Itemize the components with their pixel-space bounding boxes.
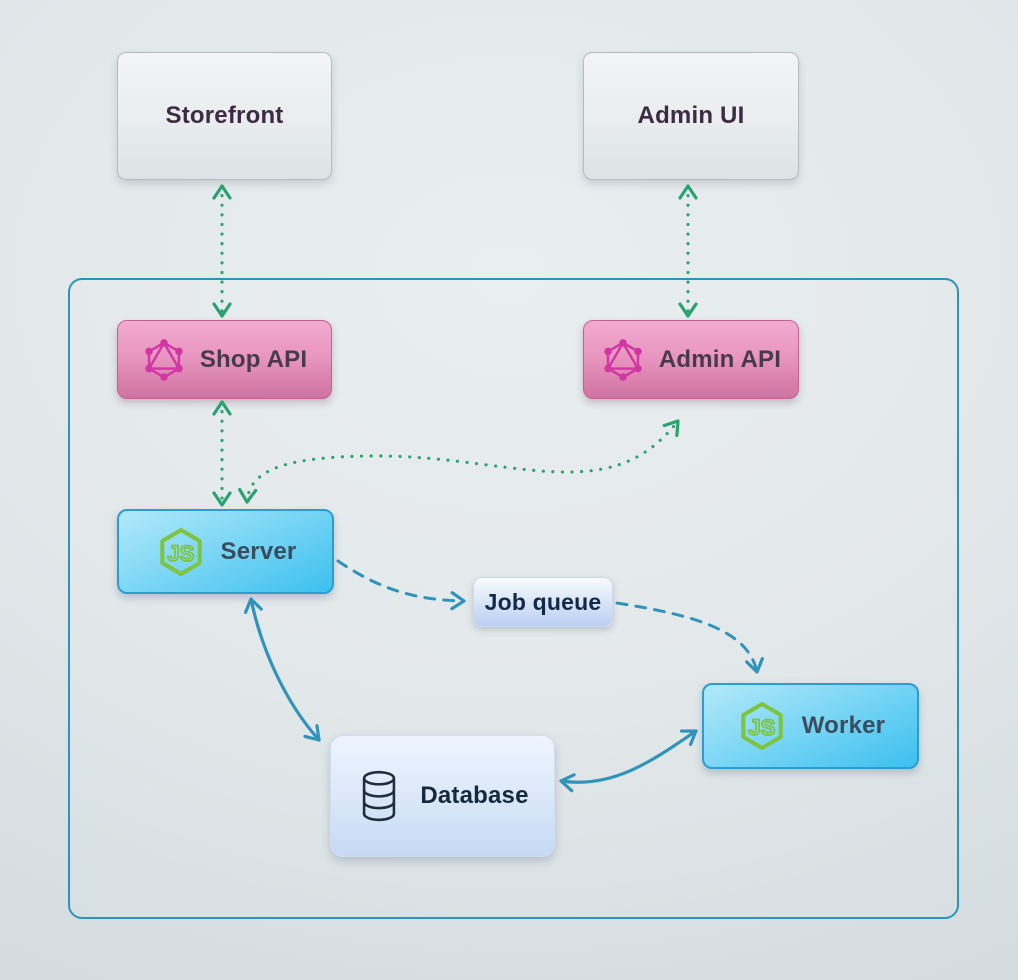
- shop-api-node: Shop API: [117, 320, 332, 399]
- storefront-node: Storefront: [117, 52, 332, 180]
- admin-api-node: Admin API: [583, 320, 799, 399]
- worker-node: JS Worker: [702, 683, 919, 769]
- server-label: Server: [220, 537, 297, 565]
- database-icon: [356, 769, 402, 823]
- worker-label: Worker: [801, 712, 886, 739]
- server-node: JS Server: [117, 509, 334, 594]
- admin-ui-node: Admin UI: [583, 52, 799, 180]
- nodejs-icon: JS: [155, 526, 207, 578]
- svg-text:JS: JS: [748, 715, 775, 740]
- nodejs-icon: JS: [736, 700, 788, 752]
- job-queue-node: Job queue: [473, 577, 613, 627]
- graphql-icon: [142, 338, 186, 382]
- job-queue-label: Job queue: [484, 588, 602, 615]
- database-label: Database: [420, 782, 529, 809]
- admin-api-label: Admin API: [658, 345, 782, 373]
- admin-ui-label: Admin UI: [637, 102, 745, 129]
- database-node: Database: [330, 735, 555, 857]
- graphql-icon: [601, 338, 645, 382]
- storefront-label: Storefront: [165, 102, 284, 129]
- svg-text:JS: JS: [167, 541, 194, 566]
- shop-api-label: Shop API: [199, 345, 308, 373]
